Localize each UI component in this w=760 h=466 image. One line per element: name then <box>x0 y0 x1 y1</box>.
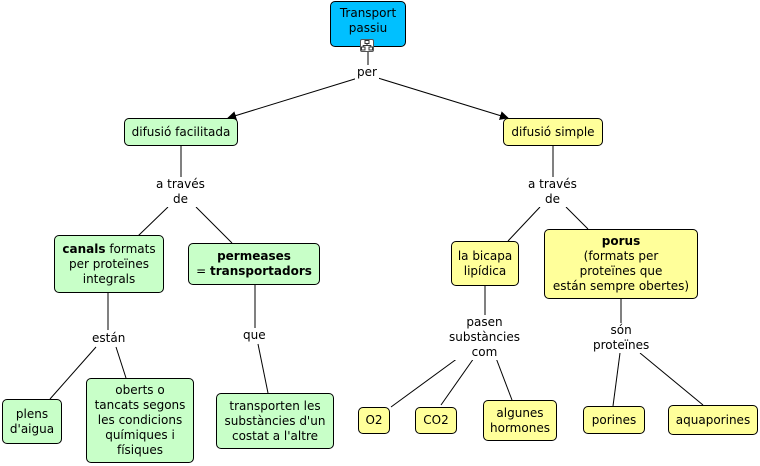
link-label-que: que <box>241 328 268 343</box>
link-atraves-porus <box>565 206 589 230</box>
concept-label: difusió simple <box>511 124 595 139</box>
concept-label-bold: canals <box>62 241 106 256</box>
concept-label: difusió facilitada <box>131 124 231 139</box>
concept-porines[interactable]: porines <box>583 406 645 434</box>
link-son-aquaporines <box>639 352 704 406</box>
concept-permeases[interactable]: permeases = transportadors <box>188 243 320 285</box>
link-estan-oberts <box>115 346 127 379</box>
link-estan-plens <box>49 346 97 400</box>
link-pasen-hormones <box>495 357 513 401</box>
link-son-porines <box>612 352 621 407</box>
link-pasen-co2 <box>440 357 475 406</box>
concept-label: passiu <box>348 21 388 35</box>
arrow-per-simple <box>377 77 509 120</box>
link-atraves-bicapa <box>507 206 541 242</box>
concept-difusio-facilitada[interactable]: difusió facilitada <box>124 118 238 146</box>
concept-label: Transport <box>339 6 397 20</box>
link-que-transporten <box>257 343 269 394</box>
concept-co2[interactable]: CO2 <box>415 407 457 434</box>
link-label-estan: están <box>90 331 128 346</box>
arrow-per-facilitada <box>227 77 359 120</box>
concept-o2[interactable]: O2 <box>358 407 390 434</box>
link-pasen-o2 <box>390 357 459 408</box>
link-atraves-canals <box>137 206 169 237</box>
link-label-per: per <box>355 65 379 80</box>
link-atraves-permeases <box>195 206 233 244</box>
concept-aquaporines[interactable]: aquaporines <box>668 405 758 435</box>
concept-map-icon[interactable] <box>360 39 374 52</box>
concept-difusio-simple[interactable]: difusió simple <box>503 118 603 146</box>
